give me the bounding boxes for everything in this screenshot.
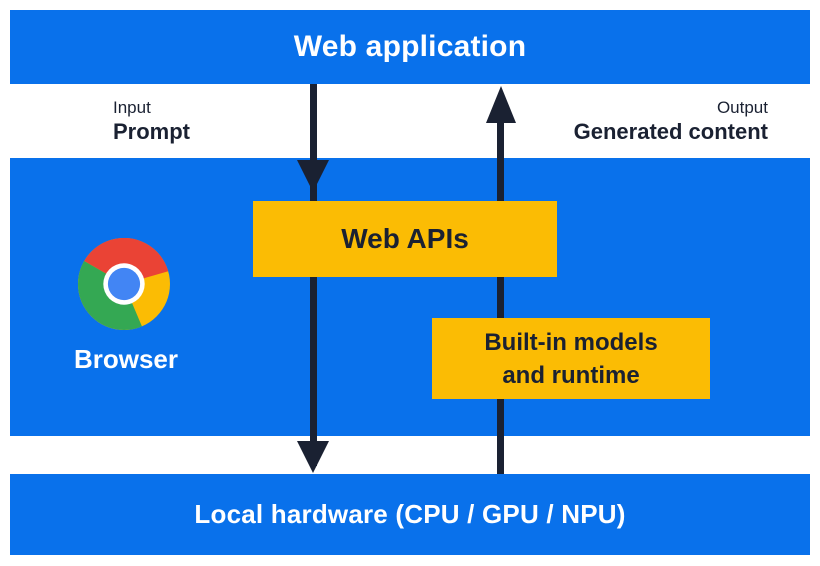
down-arrow-head-mid — [297, 160, 329, 192]
web-apis-box: Web APIs — [253, 201, 557, 277]
builtin-models-line2: and runtime — [502, 361, 640, 389]
output-label-group: Output Generated content — [574, 97, 768, 144]
input-caption: Input — [113, 98, 151, 117]
builtin-models-line1: Built-in models — [484, 328, 658, 356]
local-hardware-layer: Local hardware (CPU / GPU / NPU) — [10, 474, 810, 555]
up-arrow-head — [486, 86, 516, 123]
input-label-group: Input Prompt — [113, 97, 190, 144]
input-value: Prompt — [113, 119, 190, 144]
web-application-label: Web application — [293, 30, 527, 63]
web-apis-label: Web APIs — [341, 223, 469, 254]
local-hardware-label: Local hardware (CPU / GPU / NPU) — [194, 499, 626, 529]
builtin-models-box: Built-in models and runtime — [432, 318, 710, 399]
chrome-logo-icon — [78, 238, 170, 330]
browser-label: Browser — [73, 344, 179, 374]
up-arrow-line — [497, 100, 504, 474]
down-arrow-head-bottom — [297, 441, 329, 473]
output-caption: Output — [716, 98, 768, 117]
builtin-models-label: Built-in models and runtime — [484, 326, 657, 392]
web-application-layer: Web application — [10, 10, 810, 84]
output-value: Generated content — [573, 119, 768, 144]
